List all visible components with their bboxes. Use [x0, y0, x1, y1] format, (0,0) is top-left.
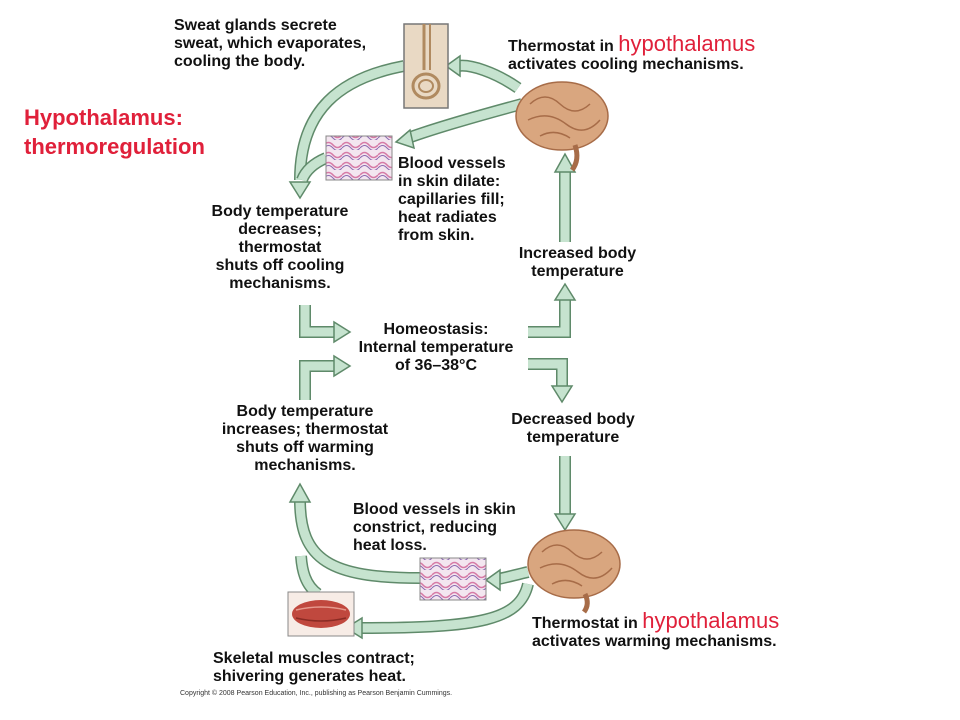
- sweat-glands-label: Sweat glands secrete sweat, which evapor…: [174, 17, 367, 70]
- arrow-decreased-to-brain: [553, 456, 577, 532]
- thermostat-cooling-suffix: activates cooling mechanisms.: [508, 56, 744, 73]
- vessels-constrict-label: Blood vessels in skin constrict, reducin…: [353, 501, 516, 554]
- increased-temp-label: Increased body temperature: [518, 245, 637, 280]
- thermostat-warming-prefix: Thermostat in: [532, 615, 643, 632]
- arrow-homeostasis-to-decreased: [528, 358, 574, 404]
- arrow-increased-to-brain: [553, 152, 577, 242]
- arrow-brain-to-constrict: [484, 566, 530, 592]
- arrow-constrict-to-increases: [288, 482, 421, 584]
- temp-decreases-label: Body temperature decreases; thermostat s…: [211, 203, 349, 292]
- arrow-muscle-to-increases: [295, 555, 322, 599]
- blood-vessel-icon: [419, 557, 487, 601]
- thermostat-warming-suffix: activates warming mechanisms.: [532, 633, 777, 650]
- homeostasis-label: Homeostasis: Internal temperature of 36–…: [358, 321, 514, 374]
- muscle-icon: [287, 591, 355, 637]
- arrow-sweat-to-decreases: [288, 60, 406, 200]
- arrow-brain-to-dilate: [394, 98, 524, 150]
- arrow-increases-to-homeostasis: [299, 354, 352, 400]
- brain-icon: [515, 81, 609, 172]
- temp-increases-label: Body temperature increases; thermostat s…: [221, 403, 389, 474]
- vessels-dilate-label: Blood vessels in skin dilate: capillarie…: [398, 155, 506, 244]
- sweat-gland-icon: [403, 23, 449, 109]
- decreased-temp-label: Decreased body temperature: [511, 411, 635, 446]
- brain-icon: [527, 529, 621, 614]
- arrow-dilate-to-decreases: [296, 152, 329, 183]
- blood-vessel-icon: [325, 135, 393, 181]
- copyright-text: Copyright © 2008 Pearson Education, Inc.…: [180, 690, 453, 697]
- thermostat-cooling-highlight: hypothalamus: [618, 31, 756, 56]
- thermostat-cooling-prefix: Thermostat in: [508, 38, 619, 55]
- thermostat-warming-highlight: hypothalamus: [642, 608, 780, 633]
- page-title: Hypothalamus: thermoregulation: [24, 105, 205, 159]
- arrow-homeostasis-to-increased: [528, 282, 577, 338]
- arrow-brain-to-sweat: [444, 54, 522, 93]
- skeletal-muscles-label: Skeletal muscles contract; shivering gen…: [213, 650, 415, 685]
- arrow-decreases-to-homeostasis: [299, 305, 352, 344]
